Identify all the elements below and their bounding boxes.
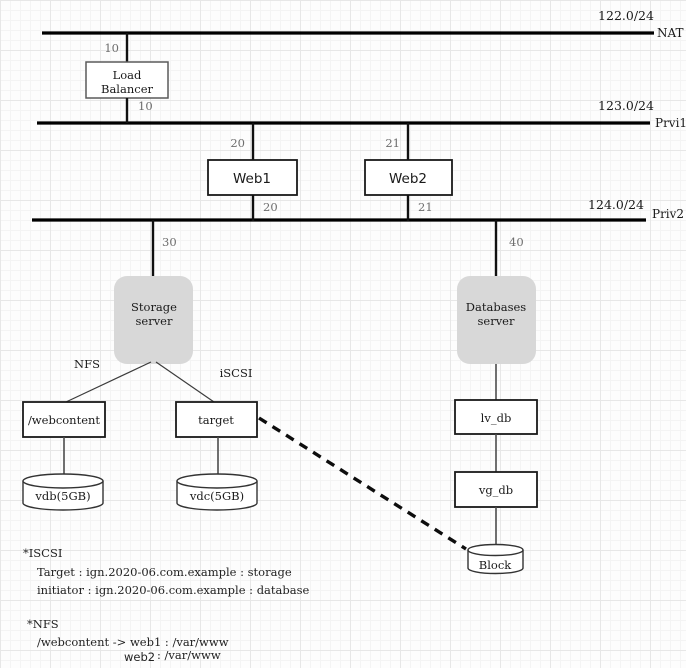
vdb-cylinder-body <box>22 481 104 511</box>
databases-port-label: 40 <box>509 235 524 249</box>
databases-server-label-line1: Databases <box>466 300 526 314</box>
vgdb-label: vg_db <box>478 483 513 497</box>
web2-label: Web2 <box>389 171 427 187</box>
vdc-cylinder-body <box>176 481 258 511</box>
target-node <box>175 401 258 438</box>
priv2-subnet-label: 124.0/24 <box>588 197 644 212</box>
vgdb-node <box>454 471 538 508</box>
prvi1-name-label: Prvi1 <box>655 116 686 130</box>
webcontent-label: /webcontent <box>28 413 100 427</box>
nat-name-label: NAT <box>657 26 684 40</box>
block-cylinder-top <box>467 543 524 557</box>
webcontent-node <box>22 401 106 438</box>
storage-port-label: 30 <box>162 235 177 249</box>
loadbalancer-node <box>85 61 169 99</box>
note-iscsi-header: *ISCSI <box>23 546 62 560</box>
note-nfs-mapping1: /webcontent -> web1 : /var/www <box>37 635 229 649</box>
note-iscsi-initiator: initiator : ign.2020-06.com.example : da… <box>37 583 310 597</box>
block-label: Block <box>479 558 512 572</box>
note-nfs-mapping2-path: : /var/www <box>157 648 221 662</box>
storage-server-node <box>114 276 193 364</box>
iscsi-protocol-label: iSCSI <box>220 366 253 380</box>
loadbalancer-port-top-label: 10 <box>104 41 119 55</box>
target-label: target <box>198 413 234 427</box>
prvi1-subnet-label: 123.0/24 <box>598 98 654 113</box>
databases-server-node <box>457 276 536 364</box>
vdb-cylinder-top <box>22 473 104 489</box>
note-nfs-mapping2-host: web2 <box>124 650 155 664</box>
nat-subnet-label: 122.0/24 <box>598 8 654 23</box>
storage-to-target-link <box>155 361 215 403</box>
databases-server-label-line2: server <box>477 314 515 328</box>
note-nfs-header: *NFS <box>27 617 59 631</box>
vdb-label: vdb(5GB) <box>34 489 90 503</box>
web1-label: Web1 <box>233 171 271 187</box>
web1-port-bottom-label: 20 <box>263 200 278 214</box>
storage-to-webcontent-link <box>65 361 152 403</box>
web2-port-top-label: 21 <box>385 136 400 150</box>
loadbalancer-port-bottom-label: 10 <box>138 99 153 113</box>
lvdb-label: lv_db <box>481 411 512 425</box>
note-iscsi-target: Target : ign.2020-06.com.example : stora… <box>37 565 292 579</box>
vdc-cylinder-top <box>176 473 258 489</box>
web2-node <box>364 159 453 196</box>
nfs-protocol-label: NFS <box>74 357 100 371</box>
loadbalancer-label-line1: Load <box>113 68 142 82</box>
iscsi-dashed-link <box>258 416 467 551</box>
web1-port-top-label: 20 <box>230 136 245 150</box>
web1-node <box>207 159 298 196</box>
web2-port-bottom-label: 21 <box>418 200 433 214</box>
block-cylinder-body <box>467 550 524 575</box>
priv2-name-label: Priv2 <box>652 207 684 221</box>
vdc-label: vdc(5GB) <box>189 489 244 503</box>
storage-server-label-line1: Storage <box>131 300 177 314</box>
storage-server-label-line2: server <box>135 314 173 328</box>
loadbalancer-label-line2: Balancer <box>101 82 153 96</box>
